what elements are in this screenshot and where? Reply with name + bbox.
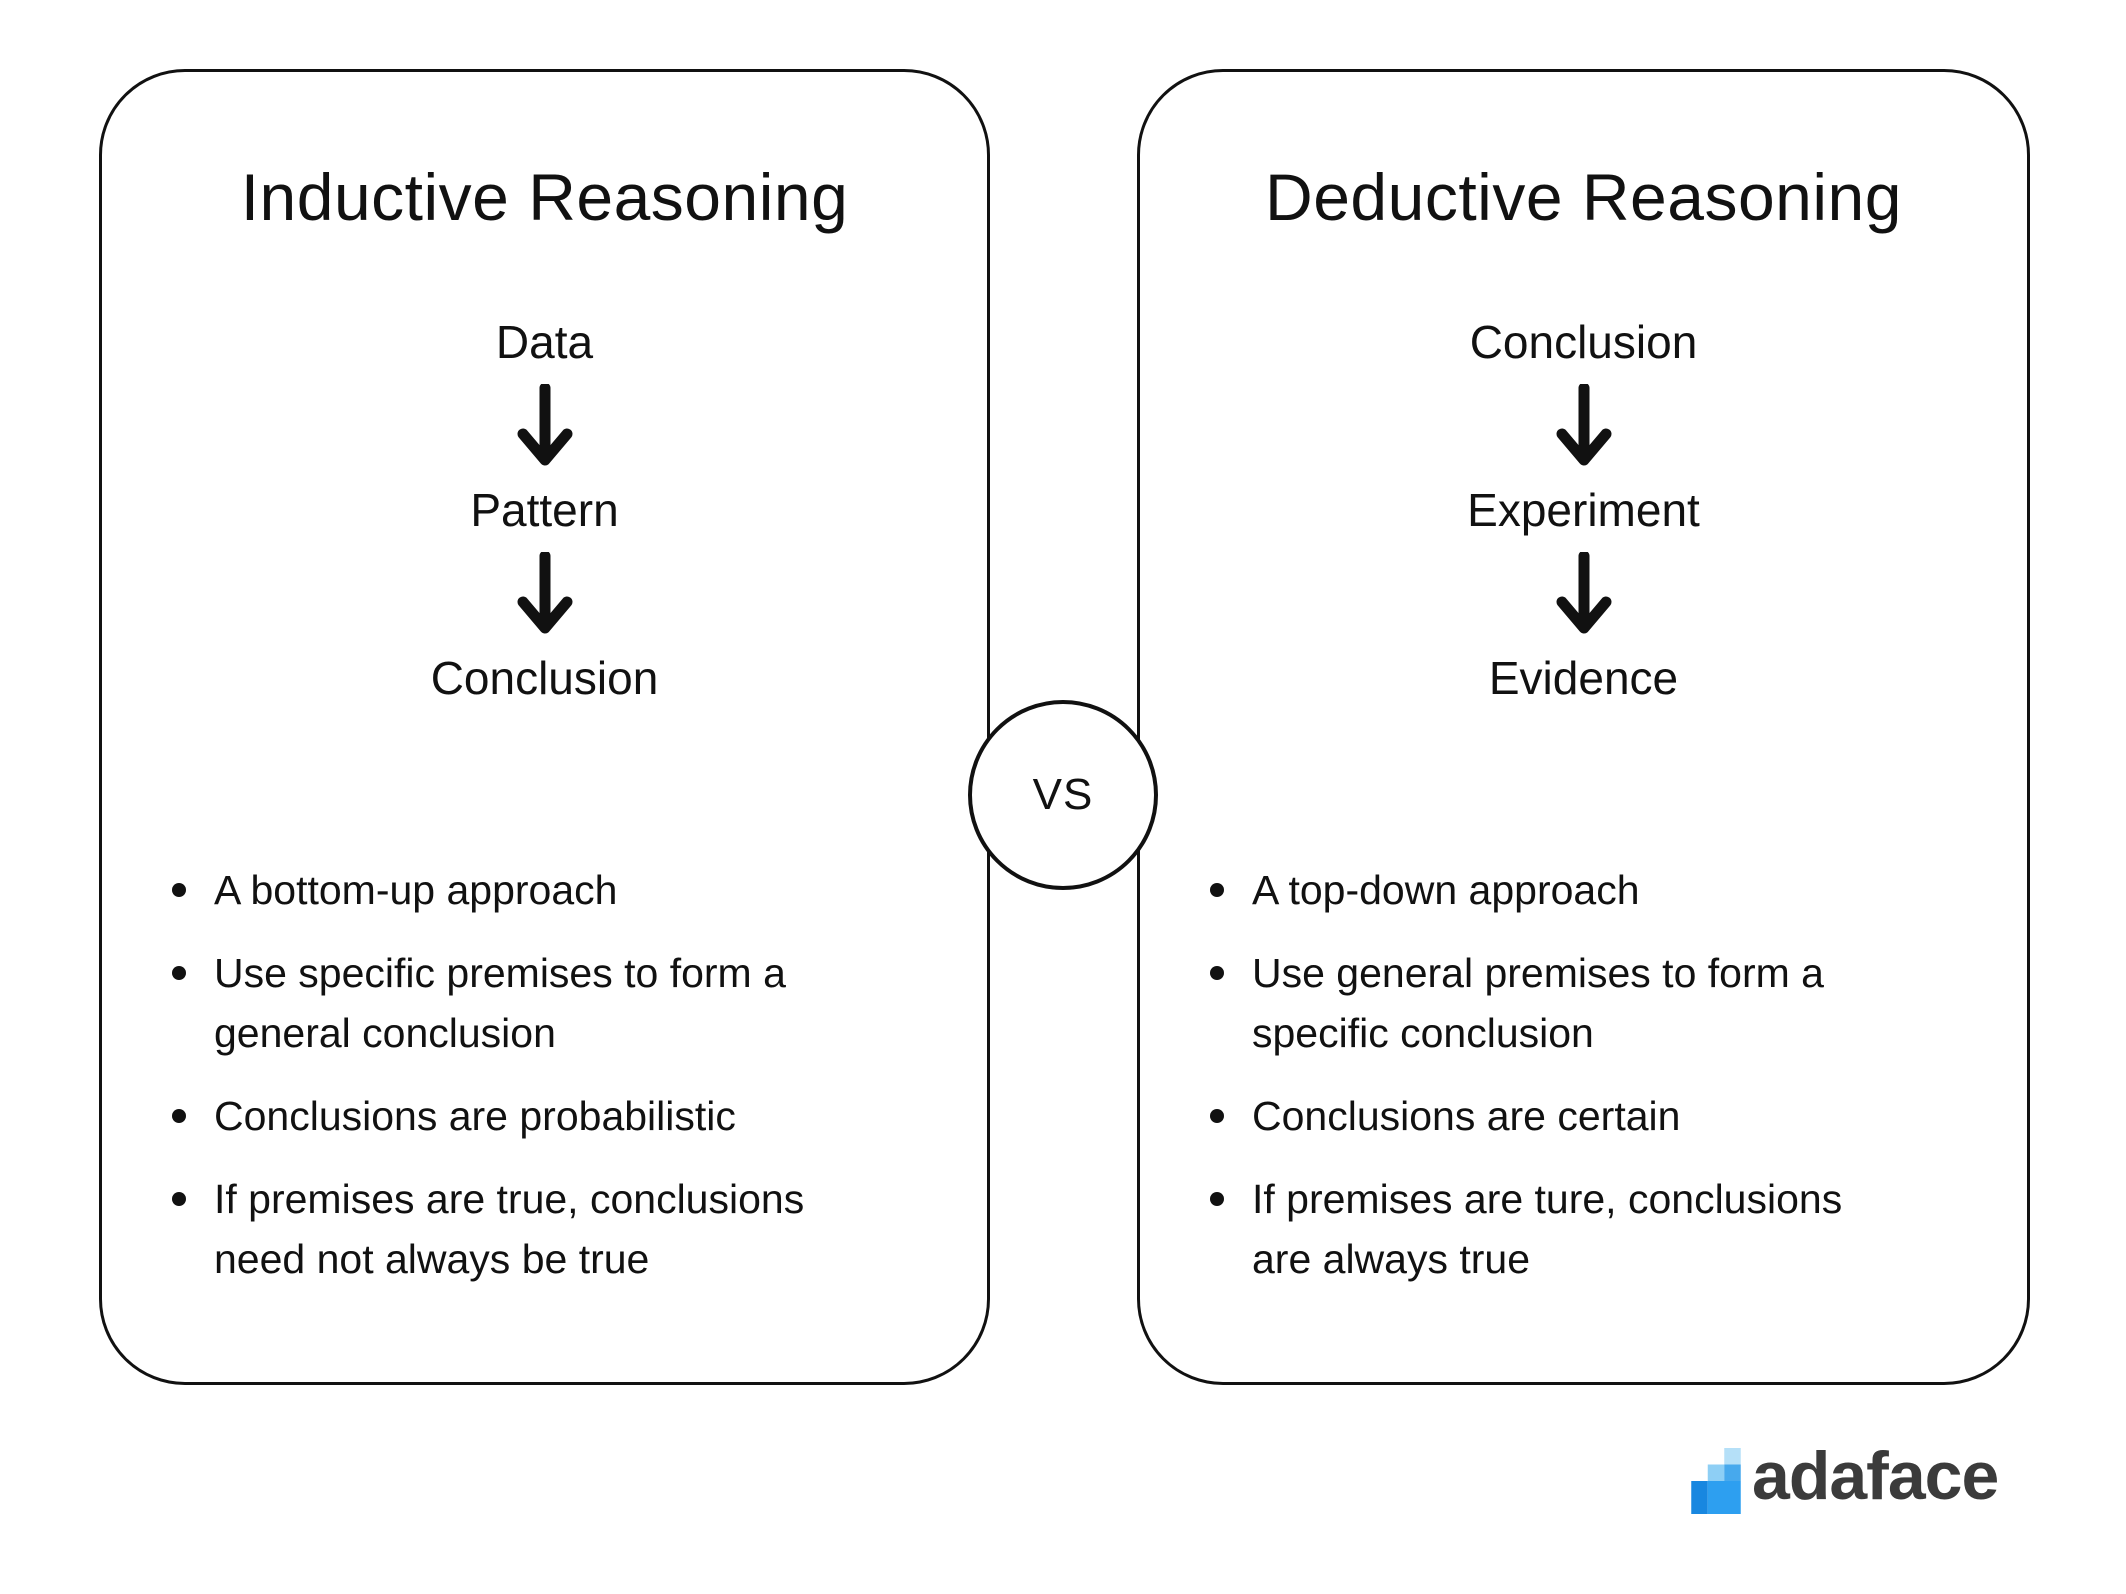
bullet-dot-icon — [1210, 883, 1224, 897]
deductive-reasoning-card: Deductive Reasoning Conclusion Experimen… — [1137, 69, 2030, 1385]
list-item: If premises are true, conclusions need n… — [164, 1169, 961, 1289]
flow-step-pattern: Pattern — [470, 484, 619, 536]
bullet-text: If premises are true, conclusions need n… — [214, 1176, 805, 1282]
bullet-text: A bottom-up approach — [214, 867, 618, 913]
bullet-dot-icon — [172, 1192, 186, 1206]
deductive-card-title: Deductive Reasoning — [1265, 160, 1902, 234]
bullet-dot-icon — [172, 1109, 186, 1123]
down-arrow-icon — [517, 552, 572, 634]
bullet-text: Conclusions are certain — [1252, 1093, 1681, 1139]
bullet-dot-icon — [172, 883, 186, 897]
inductive-reasoning-card: Inductive Reasoning Data Pattern Conclus… — [99, 69, 990, 1385]
deductive-flow: Conclusion Experiment Evidence — [1140, 314, 2027, 706]
list-item: Use specific premises to form a general … — [164, 943, 961, 1063]
bullet-text: Use general premises to form a specific … — [1252, 950, 1824, 1056]
down-arrow-icon — [517, 384, 572, 466]
bullet-text: A top-down approach — [1252, 867, 1640, 913]
list-item: If premises are ture, conclusions are al… — [1202, 1169, 2001, 1289]
bullet-text: Conclusions are probabilistic — [214, 1093, 736, 1139]
bullet-text: Use specific premises to form a general … — [214, 950, 786, 1056]
deductive-bullet-list: A top-down approach Use general premises… — [1202, 860, 2001, 1312]
down-arrow-icon — [1556, 552, 1611, 634]
bullet-dot-icon — [1210, 1109, 1224, 1123]
flow-step-conclusion: Conclusion — [1469, 316, 1698, 368]
inductive-card-title: Inductive Reasoning — [240, 160, 849, 234]
list-item: Use general premises to form a specific … — [1202, 943, 2001, 1063]
flow-step-conclusion: Conclusion — [430, 652, 659, 704]
bullet-dot-icon — [1210, 1192, 1224, 1206]
vs-badge: VS — [968, 700, 1158, 890]
bullet-dot-icon — [1210, 966, 1224, 980]
list-item: A bottom-up approach — [164, 860, 961, 920]
bullet-text: If premises are ture, conclusions are al… — [1252, 1176, 1843, 1282]
list-item: Conclusions are probabilistic — [164, 1086, 961, 1146]
bullet-dot-icon — [172, 966, 186, 980]
adaface-logo: adaface — [1690, 1438, 1999, 1514]
flow-step-data: Data — [495, 316, 594, 368]
inductive-bullet-list: A bottom-up approach Use specific premis… — [164, 860, 961, 1312]
adaface-stairs-icon — [1691, 1448, 1741, 1514]
list-item: Conclusions are certain — [1202, 1086, 2001, 1146]
down-arrow-icon — [1556, 384, 1611, 466]
vs-label: VS — [1032, 770, 1094, 819]
brand-name: adaface — [1752, 1438, 1999, 1514]
inductive-flow: Data Pattern Conclusion — [102, 314, 987, 706]
flow-step-experiment: Experiment — [1467, 484, 1700, 536]
flow-step-evidence: Evidence — [1488, 652, 1679, 704]
list-item: A top-down approach — [1202, 860, 2001, 920]
